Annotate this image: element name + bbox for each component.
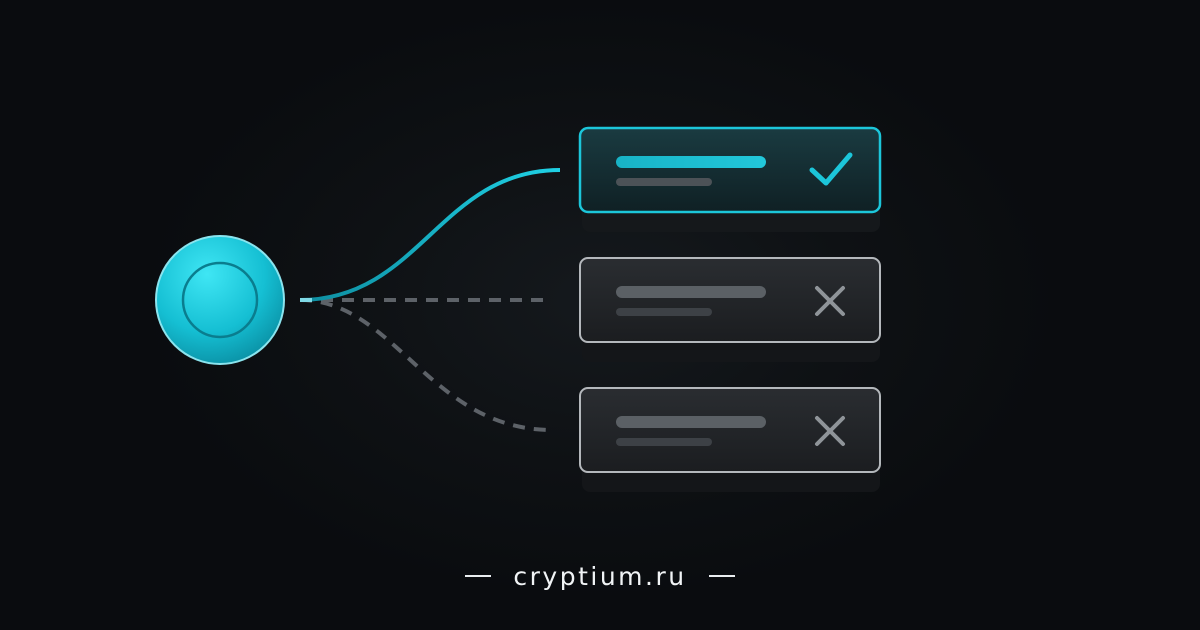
- card-subtitle-placeholder: [616, 438, 712, 446]
- card-title-placeholder: [616, 156, 766, 168]
- dash-right: [708, 575, 735, 577]
- option-card-2[interactable]: [579, 257, 881, 362]
- branch-line-1: [299, 168, 561, 302]
- card-title-placeholder: [616, 416, 766, 428]
- option-card-3[interactable]: [579, 387, 881, 492]
- branch-origin: [300, 298, 312, 302]
- card-subtitle-placeholder: [616, 308, 712, 316]
- option-card-1[interactable]: [578, 126, 882, 232]
- dash-left: [465, 575, 492, 577]
- check-icon: [809, 152, 853, 186]
- brand-name: cryptium.ru: [513, 561, 687, 591]
- close-icon: [815, 416, 845, 446]
- branch-line-3: [299, 298, 553, 432]
- close-icon: [815, 286, 845, 316]
- brand-footer: cryptium.ru: [0, 556, 1200, 596]
- card-title-placeholder: [616, 286, 766, 298]
- card-subtitle-placeholder: [616, 178, 712, 186]
- source-node: [155, 235, 285, 365]
